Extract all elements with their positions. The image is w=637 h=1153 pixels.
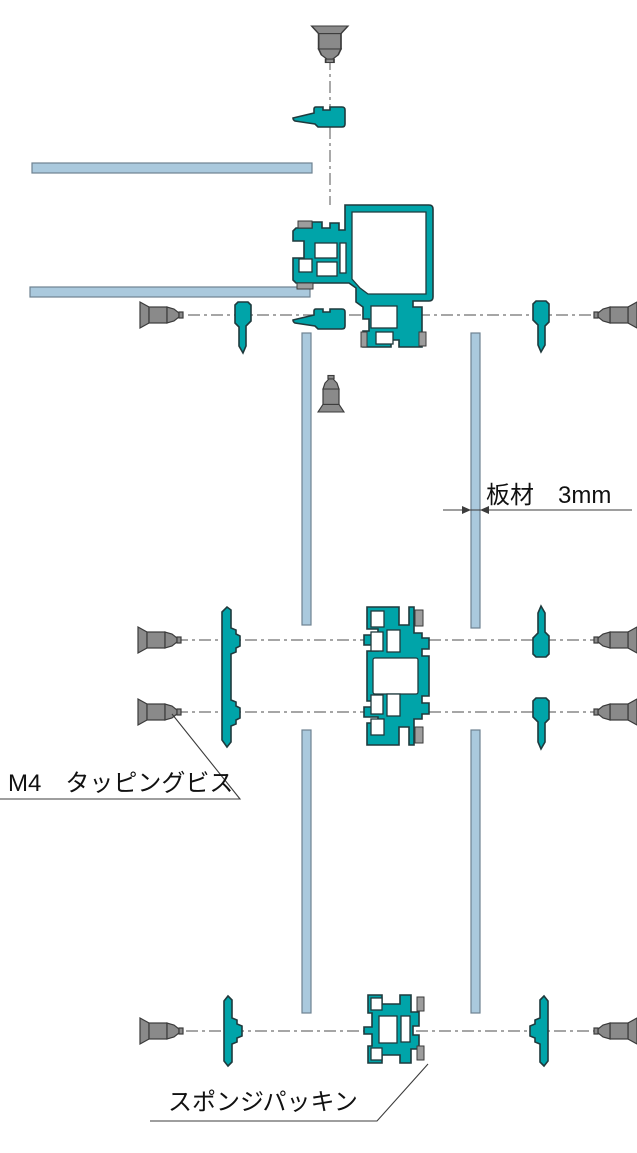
mullion-frame-profile bbox=[363, 606, 430, 746]
sponge-pad bbox=[414, 609, 424, 627]
top-boot-clip bbox=[292, 106, 346, 128]
sponge-pad bbox=[297, 220, 313, 229]
m4-screw-mid-upper-right bbox=[593, 626, 637, 654]
board-panel-lower-right bbox=[470, 729, 481, 1014]
leader-line-packing bbox=[150, 1063, 429, 1122]
m4-screw-row1-left bbox=[139, 301, 184, 329]
m4-screw-mid-lower-right bbox=[593, 698, 637, 726]
boot-clip-row1 bbox=[292, 308, 346, 330]
gasket-bottom-right bbox=[529, 995, 549, 1067]
clip-row1-left bbox=[234, 301, 252, 354]
label-tapping-screw: M4 タッピングビス bbox=[0, 713, 242, 800]
sponge-pad bbox=[418, 331, 427, 347]
board-panel-upper-right bbox=[470, 332, 481, 629]
sponge-pad bbox=[416, 996, 425, 1012]
clip-row1-right bbox=[532, 300, 550, 353]
m4-screw-row1-right bbox=[593, 301, 637, 329]
leader-line-screw bbox=[0, 713, 242, 800]
gasket-bottom-left bbox=[223, 995, 243, 1067]
centerlines bbox=[176, 58, 598, 1032]
m4-screw-bottom-right bbox=[593, 1017, 637, 1045]
clip-mid-lower-right bbox=[532, 697, 550, 750]
sponge-pad bbox=[296, 282, 314, 290]
corner-frame-profile bbox=[292, 204, 434, 348]
label-sponge-packing: スポンジパッキン bbox=[150, 1063, 429, 1122]
upper-rail-panel bbox=[31, 162, 313, 174]
m4-screw-mid-upper-left bbox=[137, 626, 182, 654]
board-panel-upper-left bbox=[301, 332, 312, 626]
board-panel-lower-left bbox=[301, 729, 312, 1014]
label-panel-thickness: 板材 3mm bbox=[443, 482, 632, 514]
vertical-screw-up bbox=[317, 374, 345, 413]
sponge-pad bbox=[416, 1045, 425, 1061]
lower-rail-panel bbox=[29, 286, 311, 298]
clip-mid-upper-right bbox=[532, 605, 550, 658]
gasket-strip-mid-left bbox=[221, 606, 241, 748]
panel-thickness-text: 板材 3mm bbox=[486, 482, 611, 509]
top-vertical-screw bbox=[310, 25, 349, 64]
end-frame-profile bbox=[363, 994, 425, 1064]
tapping-screw-text: M4 タッピングビス bbox=[8, 770, 233, 797]
sponge-pad bbox=[360, 331, 368, 348]
sponge-pad bbox=[414, 726, 424, 744]
m4-screw-mid-lower-left bbox=[137, 698, 182, 726]
sponge-packing-text: スポンジパッキン bbox=[168, 1089, 358, 1116]
m4-screw-bottom-left bbox=[139, 1017, 184, 1045]
